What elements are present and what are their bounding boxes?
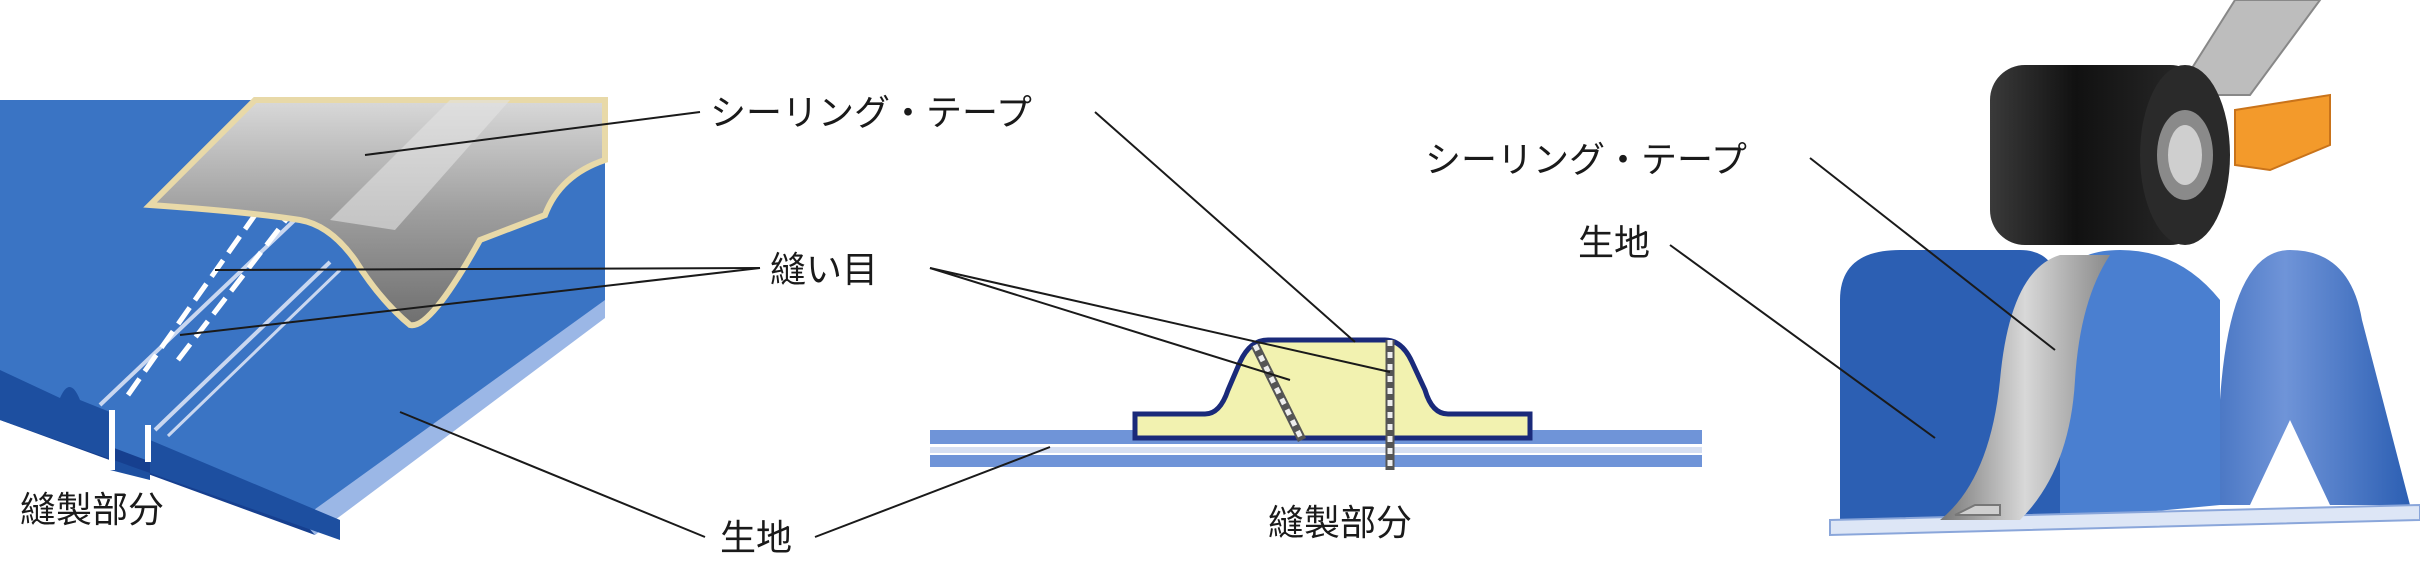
heater-nozzle <box>2234 93 2331 172</box>
leader-center-fabric <box>814 446 1051 538</box>
left-seam-illustration <box>0 97 608 540</box>
right-taping-illustration <box>1829 0 2420 537</box>
label-fabric-center: 生地 <box>720 518 792 559</box>
fabric-cross-section <box>0 370 340 540</box>
label-stitch: 縫い目 <box>770 250 878 291</box>
center-cross-section <box>930 337 1702 470</box>
leader-left-fabric <box>399 411 706 538</box>
fabric-arch-right <box>2160 250 2410 505</box>
leader-right-fabric <box>1669 244 1936 439</box>
leader-stitch-center-2 <box>929 267 1391 373</box>
label-fabric-right: 生地 <box>1578 223 1650 264</box>
leader-lines <box>179 111 2056 538</box>
leader-stitch-left-1 <box>214 267 761 271</box>
stitch-thread <box>1252 343 1305 442</box>
fabric-layer <box>930 455 1702 467</box>
leader-stitch-left-2 <box>179 267 761 336</box>
seam-fold-small <box>1954 504 2001 516</box>
seam-fold-line <box>153 260 332 432</box>
leader-right-tape <box>1809 157 2056 351</box>
stitch-dashes <box>125 213 258 397</box>
fabric-base-sheet <box>1829 503 2420 537</box>
sealing-tape-profile <box>1132 337 1533 441</box>
tape-feed-strip <box>2173 0 2322 96</box>
label-sealing-tape-left: シーリング・テープ <box>710 93 1032 134</box>
fabric-layer <box>930 447 1702 453</box>
sealing-tape-on-seam <box>1940 255 2110 520</box>
leader-left-tape <box>364 111 701 156</box>
fabric-slab-right-edge <box>300 300 605 535</box>
label-sewn-part-center: 縫製部分 <box>1268 503 1412 544</box>
fabric-arch-middle <box>2060 250 2220 520</box>
leader-center-tape <box>1094 111 1356 343</box>
seam-fold-line <box>166 268 342 438</box>
roller-hub-inner <box>2168 125 2202 185</box>
sealing-tape-highlight <box>330 100 510 230</box>
label-sealing-tape-right: シーリング・テープ <box>1425 140 1747 181</box>
seam-fold-line <box>98 213 302 407</box>
leader-stitch-center-1 <box>929 267 1291 381</box>
label-sewn-part-left: 縫製部分 <box>20 490 164 531</box>
